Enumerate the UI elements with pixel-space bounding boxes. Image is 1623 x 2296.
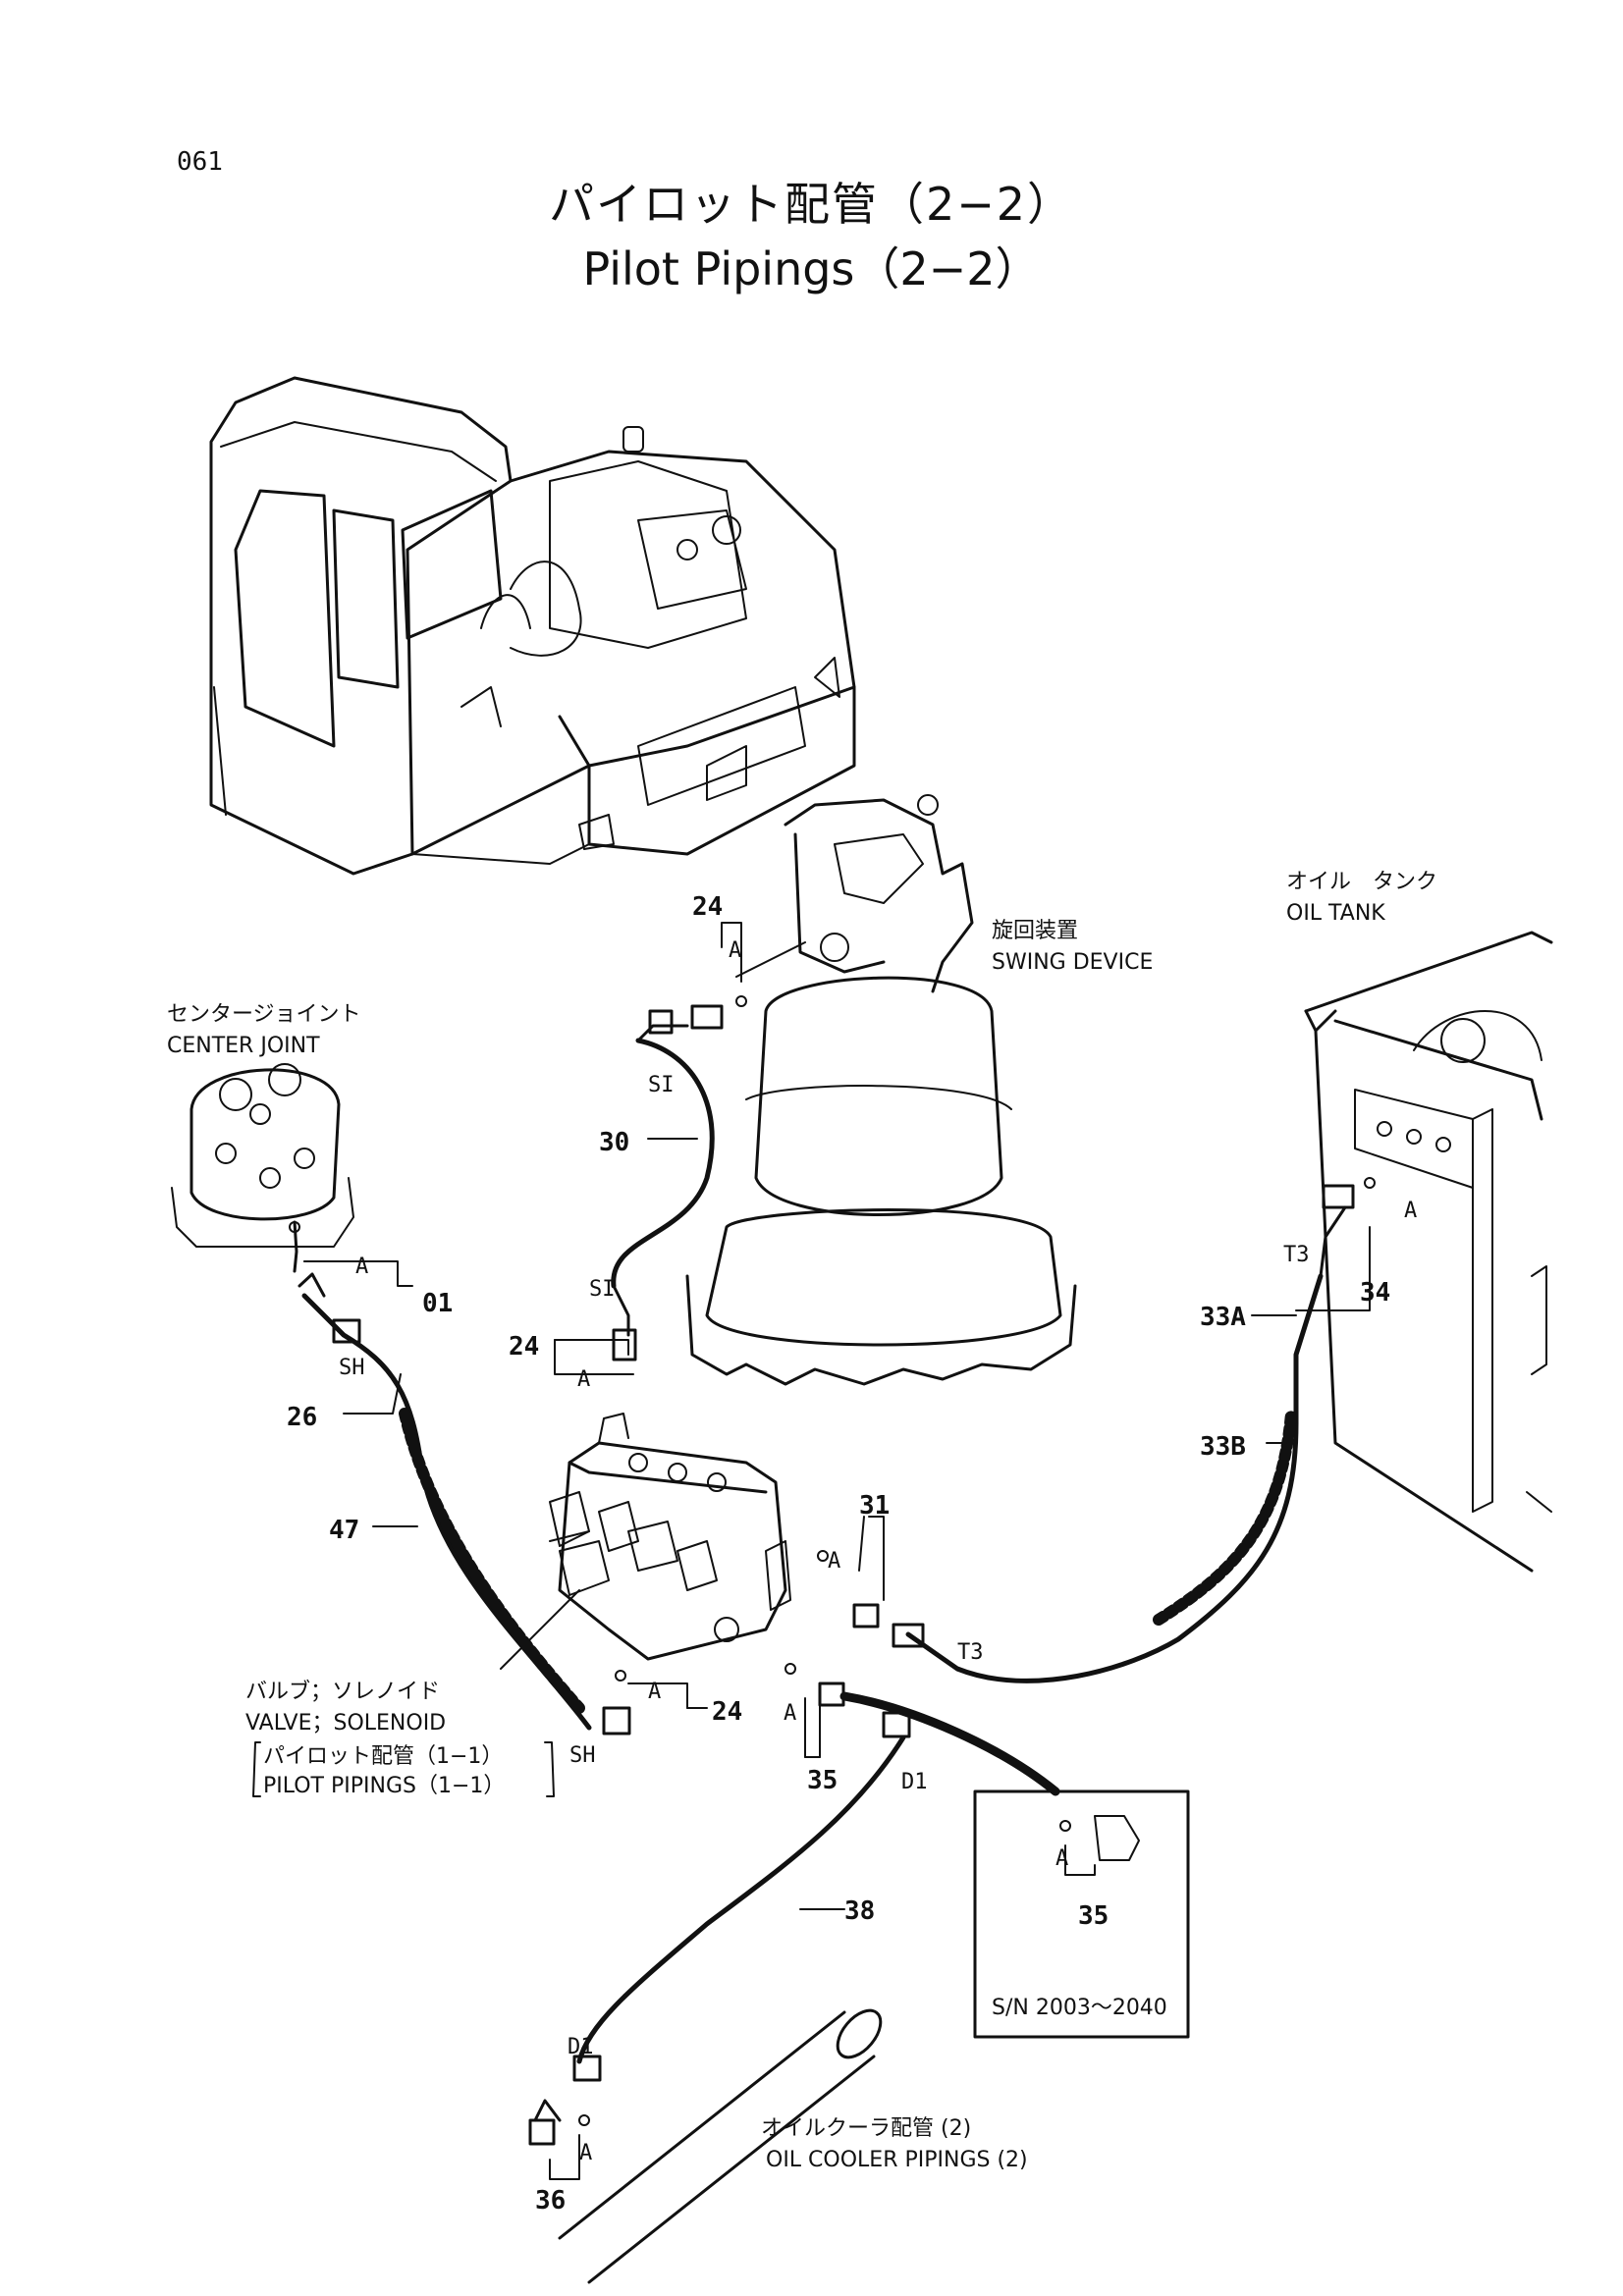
part-number-labels: 24 30 01 24 26 47 31 33A 33B 34 24 35 35… — [287, 892, 1390, 2216]
part-label-33a: 33A — [1200, 1303, 1246, 1332]
part-label-26: 26 — [287, 1403, 317, 1432]
mark-si-top: SI — [648, 1073, 675, 1097]
center-joint-label-en: CENTER JOINT — [167, 1034, 320, 1058]
component-labels: オイル タンク OIL TANK 旋回装置 SWING DEVICE センタージ… — [167, 870, 1437, 2172]
pilot-ref-label-ja: パイロット配管（1−1） — [263, 1744, 503, 1769]
center-joint-label-ja: センタージョイント — [167, 1002, 361, 1027]
mark-a-cooler: A — [579, 2141, 592, 2165]
oil-cooler-label-ja: オイルクーラ配管 (2) — [761, 2116, 971, 2141]
pilot-ref-label-en: PILOT PIPINGS（1−1） — [263, 1774, 505, 1798]
part-label-24-mid: 24 — [509, 1332, 539, 1362]
mark-d1-bottom: D1 — [568, 2035, 594, 2059]
mark-sh-bottom: SH — [569, 1743, 596, 1768]
mark-a-valve-side: A — [828, 1549, 840, 1574]
title-japanese: パイロット配管（2−2） — [548, 178, 1075, 231]
leader-lines — [252, 922, 1371, 2180]
part-label-24-low: 24 — [712, 1697, 742, 1727]
oil-tank-label-en: OIL TANK — [1286, 901, 1385, 926]
mark-a-valve-top: A — [577, 1367, 590, 1392]
part-label-31: 31 — [859, 1491, 890, 1521]
excavator-illustration — [209, 376, 856, 876]
mark-si-bottom: SI — [589, 1277, 616, 1302]
hose-lines — [289, 995, 1376, 2284]
part-label-33b: 33B — [1200, 1432, 1246, 1462]
mark-sh-top: SH — [339, 1356, 365, 1380]
serial-inset-box — [973, 1789, 1190, 2039]
mark-a-tank: A — [1404, 1199, 1417, 1223]
solenoid-valve-illustration — [549, 1413, 791, 1661]
mark-d1-top: D1 — [901, 1770, 928, 1794]
swing-device-label-ja: 旋回装置 — [992, 919, 1078, 943]
part-label-38: 38 — [844, 1896, 875, 1926]
part-label-24-top: 24 — [692, 892, 723, 922]
center-joint-illustration — [171, 1063, 354, 1248]
mark-a-center: A — [355, 1255, 368, 1279]
title-english: Pilot Pipings（2−2） — [582, 242, 1041, 295]
part-label-01: 01 — [422, 1289, 453, 1318]
oil-tank-illustration — [1304, 931, 1553, 1573]
mark-a-35: A — [784, 1701, 796, 1726]
connection-marks: A A A A A A A A A SI SI SH SH T3 T3 D1 D… — [339, 938, 1417, 2165]
part-label-35: 35 — [807, 1766, 838, 1795]
serial-number-note: S/N 2003～2040 — [992, 1996, 1167, 2020]
part-label-35-inset: 35 — [1078, 1901, 1109, 1931]
mark-a-inset: A — [1055, 1846, 1068, 1871]
valve-solenoid-label-en: VALVE；SOLENOID — [245, 1711, 446, 1735]
part-label-34: 34 — [1360, 1278, 1390, 1308]
mark-t3-tank: T3 — [1283, 1243, 1310, 1267]
part-label-36: 36 — [535, 2186, 566, 2216]
oil-cooler-label-en: OIL COOLER PIPINGS (2) — [766, 2148, 1028, 2172]
part-label-30: 30 — [599, 1128, 629, 1157]
mark-a-swing: A — [729, 938, 741, 963]
swing-device-illustration — [685, 794, 1077, 1386]
part-label-47: 47 — [329, 1516, 359, 1545]
swing-device-label-en: SWING DEVICE — [992, 950, 1153, 975]
page-number: 061 — [177, 147, 223, 177]
mark-t3-valve: T3 — [957, 1640, 984, 1665]
oil-tank-label-ja: オイル タンク — [1286, 870, 1437, 894]
valve-solenoid-label-ja: バルブ；ソレノイド — [245, 1680, 440, 1704]
mark-a-valve-bottom: A — [648, 1680, 661, 1704]
